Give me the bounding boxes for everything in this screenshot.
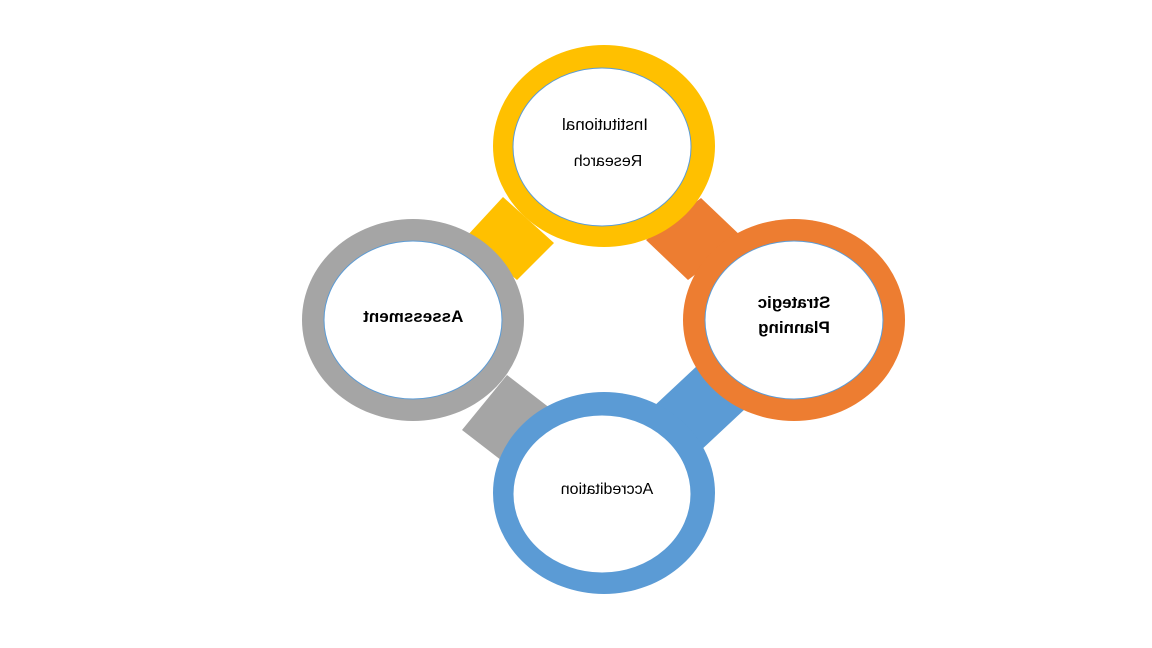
inner-circle-accreditation	[512, 414, 692, 574]
node-label-strategic-planning-line1: Strategic	[758, 293, 831, 312]
connector-accreditation-to-assessment	[462, 375, 555, 467]
node-label-institutional-research-line1: Institutional	[562, 115, 648, 134]
node-accreditation: Accreditation	[493, 392, 715, 594]
node-strategic-planning: Strategic Planning	[683, 219, 905, 421]
inner-circle-assessment	[323, 240, 503, 400]
connector-institutional-to-strategic	[646, 198, 743, 280]
connector-institutional-to-assessment	[466, 197, 554, 280]
node-assessment: Assessment	[302, 219, 524, 421]
node-institutional-research: Institutional Research	[493, 45, 715, 247]
node-label-strategic-planning-line2: Planning	[758, 318, 830, 337]
node-label-institutional-research-line2: Research	[574, 153, 642, 170]
connector-strategic-to-accreditation	[652, 365, 745, 452]
node-label-accreditation: Accreditation	[561, 481, 654, 498]
inner-circle-strategic-planning	[704, 240, 884, 400]
inner-circle-institutional-research	[512, 67, 692, 227]
node-label-assessment: Assessment	[363, 307, 464, 326]
